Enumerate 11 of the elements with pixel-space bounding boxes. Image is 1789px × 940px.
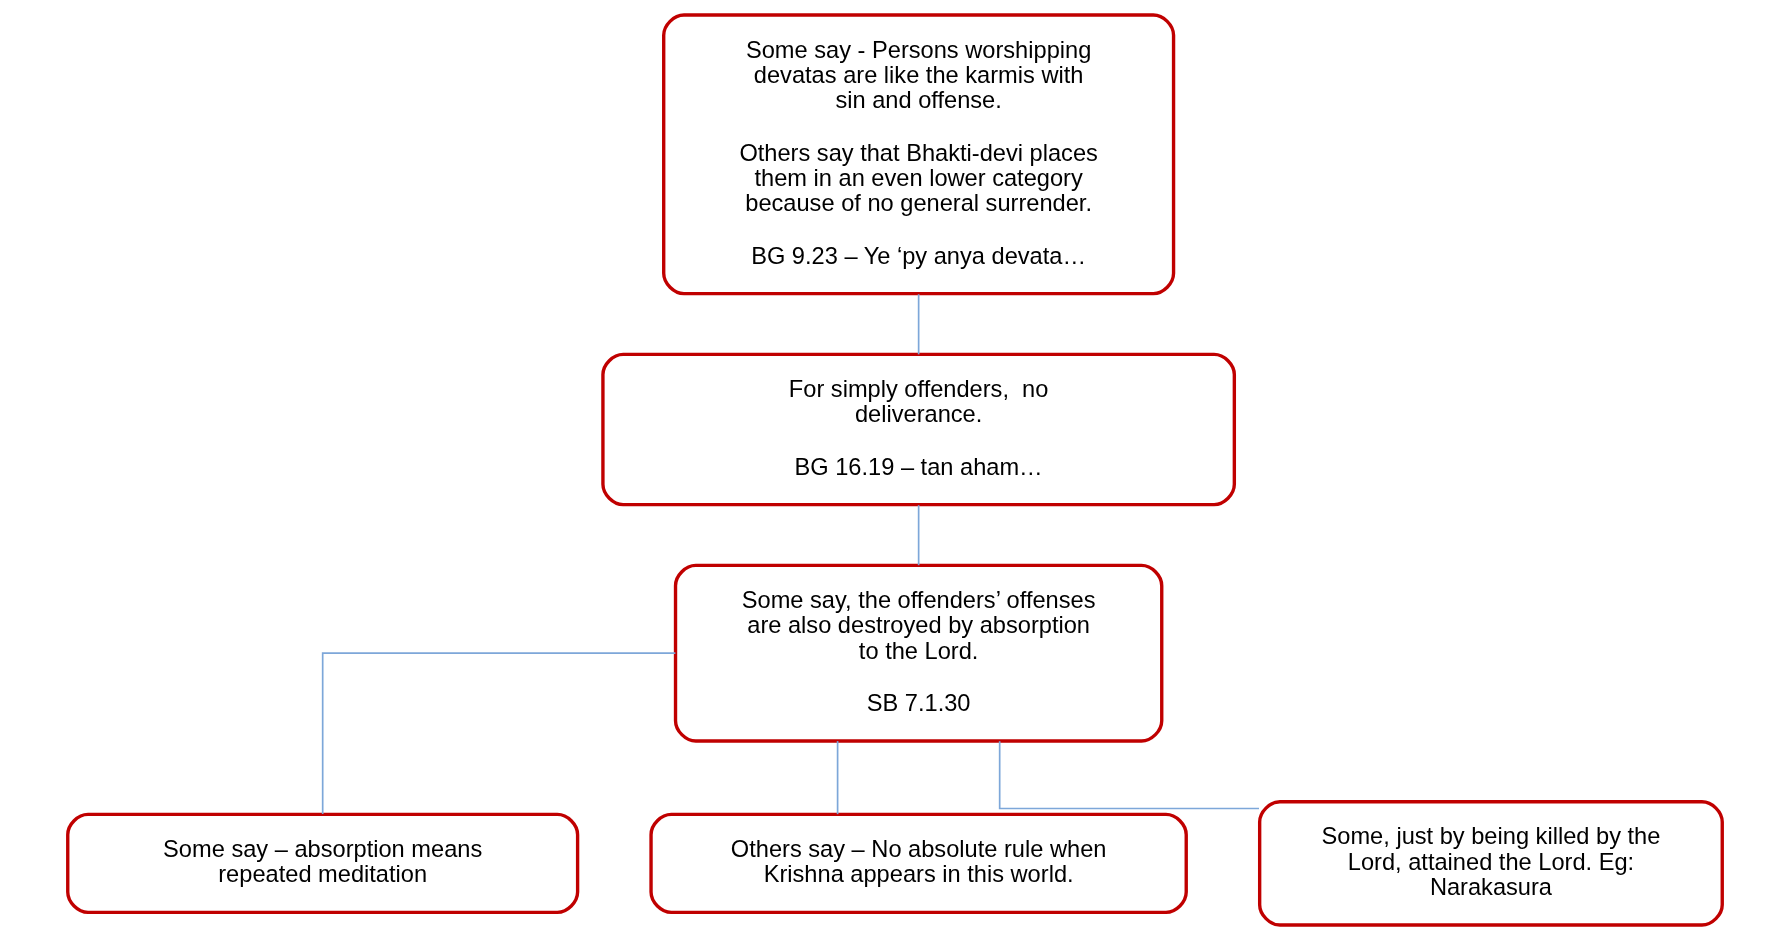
- connector: [917, 504, 919, 566]
- node-box: Others say – No absolute rule when Krishna appears in this world.: [648, 812, 1188, 914]
- node-box: Some say - Persons worshipping devatas are like the karmis with sin and offense. Others say that Bhakti-devi places them in an even lower category because of no general surrender. BG 9.23 – Ye ‘py anya devata…: [661, 13, 1175, 296]
- node-box: For simply offenders, no deliverance. BG 16.19 – tan aham…: [600, 352, 1236, 507]
- node-box: Some say – absorption means repeated meditation: [65, 812, 579, 914]
- connector: [998, 740, 1260, 810]
- connector: [917, 293, 919, 356]
- connector: [321, 652, 676, 815]
- connector: [836, 740, 838, 815]
- node-box: Some, just by being killed by the Lord, attained the Lord. Eg: Narakasura: [1257, 800, 1724, 927]
- node-box: Some say, the offenders’ offenses are also destroyed by absorption to the Lord. SB 7.1.30: [673, 563, 1163, 743]
